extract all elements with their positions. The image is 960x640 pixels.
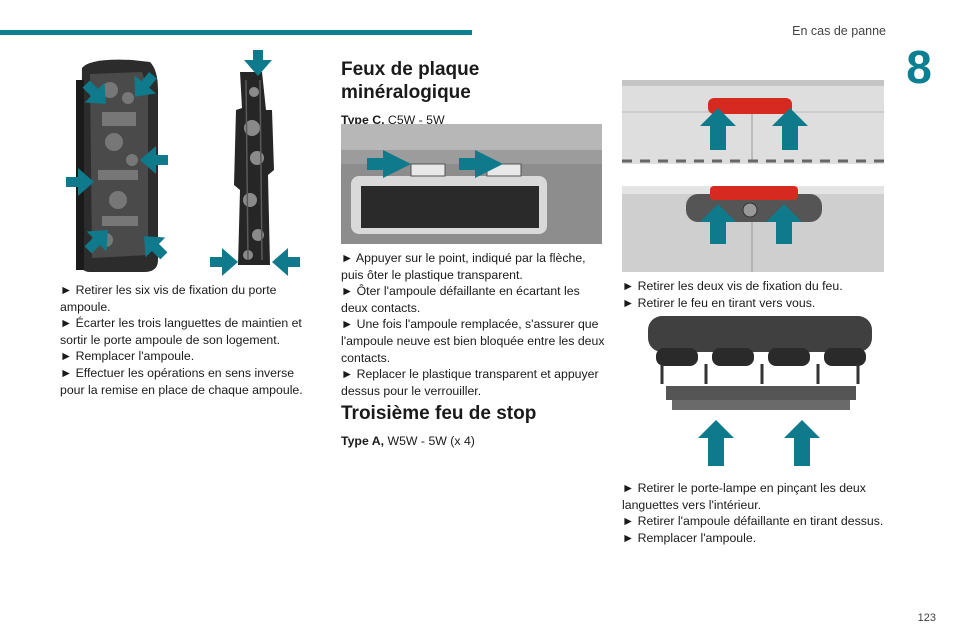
plate-steps: ► Appuyer sur le point, indiqué par la f… [341,250,605,399]
chapter-number: 8 [906,41,932,93]
step-text: ► Appuyer sur le point, indiqué par la f… [341,251,586,282]
step-text: ► Ôter l'ampoule défaillante en écartant… [341,284,580,315]
step-text: ► Remplacer l'ampoule. [622,530,757,545]
stop-type-line: Type A, W5W - 5W (x 4) [341,433,603,450]
teal-arrow-icon [700,108,808,244]
section-title: En cas de panne [792,24,886,38]
type-label: Type A, [341,434,385,448]
step-text: ► Écarter les trois languettes de mainti… [60,316,302,347]
third-stop-light-figure [622,80,884,272]
bulb-holder-illustration [234,72,274,265]
teal-arrow-icon [698,420,820,466]
step-text: ► Retirer les six vis de fixation du por… [60,283,277,314]
type-value: C5W - 5W [384,113,445,127]
page-number: 123 [917,612,936,624]
step-text: ► Retirer l'ampoule défaillante en tiran… [622,514,884,529]
stop-section-title: Troisième feu de stop [341,403,537,424]
step-text: ► Replacer le plastique transparent et a… [341,367,599,398]
step-text: ► Retirer les deux vis de fixation du fe… [622,279,843,293]
plate-light-figure [341,124,602,244]
step-text: ► Retirer le porte-lampe en pinçant les … [622,481,866,512]
step-text: ► Une fois l'ampoule remplacée, s'assure… [341,317,605,365]
right-steps-top: ► Retirer les deux vis de fixation du fe… [622,278,884,311]
teal-arrow-icon [367,150,503,178]
stop-section: Troisième feu de stop Type A, W5W - 5W (… [341,402,603,450]
plate-section: Feux de plaque minéralogique Type C, C5W… [341,58,603,129]
step-text: ► Effectuer les opérations en sens inver… [60,365,303,397]
top-accent-bar [0,30,472,35]
plate-type-line: Type C, C5W - 5W [341,112,603,129]
type-label: Type C, [341,113,385,127]
rear-light-housing-illustration [76,59,158,272]
lamp-holder-figure [642,314,878,470]
left-steps: ► Retirer les six vis de fixation du por… [60,282,322,398]
plate-section-title: Feux de plaque minéralogique [341,59,480,103]
right-steps-bottom: ► Retirer le porte-lampe en pinçant les … [622,480,884,546]
type-value: W5W - 5W (x 4) [384,434,475,448]
step-text: ► Remplacer l'ampoule. [60,349,195,364]
step-text: ► Retirer le feu en tirant vers vous. [622,295,816,310]
rear-light-figure [62,50,312,276]
